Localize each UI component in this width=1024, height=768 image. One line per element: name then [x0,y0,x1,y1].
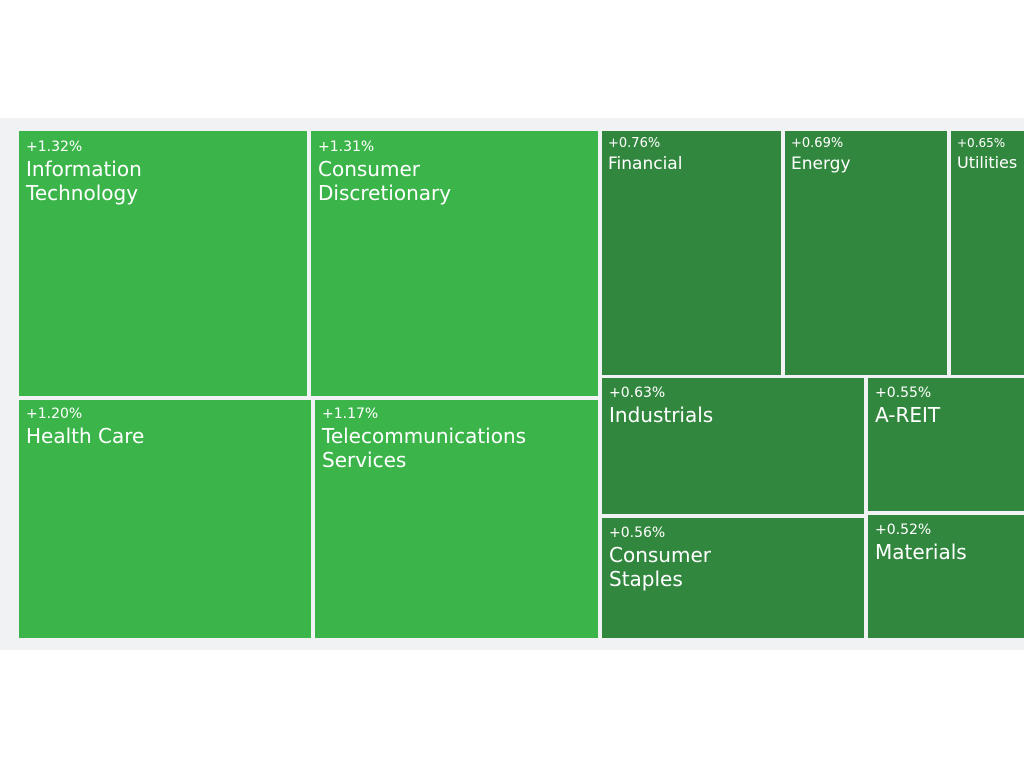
tile-sector-label: A-REIT [875,403,941,428]
tile-change-label: +1.17% [322,406,379,422]
tile-telecommunications-services[interactable]: +1.17% Telecommunications Services [315,400,598,638]
tile-information-technology[interactable]: +1.32% Information Technology [19,131,307,396]
tile-sector-label: Financial [608,153,683,174]
tile-energy[interactable]: +0.69% Energy [785,131,947,375]
tile-change-label: +0.76% [608,136,661,151]
tile-change-label: +1.20% [26,406,83,422]
tile-sector-label: Utilities [957,152,1018,172]
tile-sector-label: Industrials [609,403,714,428]
tile-change-label: +1.32% [26,139,83,155]
tile-change-label: +0.63% [609,385,666,401]
tile-sector-label: Consumer Staples [609,543,711,592]
tile-change-label: +0.55% [875,385,932,401]
tile-sector-label: Health Care [26,424,145,449]
tile-sector-label: Information Technology [26,157,142,206]
tile-sector-label: Materials [875,540,967,565]
tile-change-label: +0.65% [957,136,1006,150]
tile-sector-label: Energy [791,153,851,174]
tile-consumer-discretionary[interactable]: +1.31% Consumer Discretionary [311,131,598,396]
tile-change-label: +0.52% [875,522,932,538]
tile-sector-label: Telecommunications Services [322,424,527,473]
tile-industrials[interactable]: +0.63% Industrials [602,378,864,514]
tile-sector-label: Consumer Discretionary [318,157,452,206]
tile-materials[interactable]: +0.52% Materials [868,515,1024,638]
tile-change-label: +0.69% [791,136,844,151]
tile-health-care[interactable]: +1.20% Health Care [19,400,311,638]
tile-change-label: +1.31% [318,139,375,155]
tile-change-label: +0.56% [609,525,666,541]
tile-financial[interactable]: +0.76% Financial [602,131,781,375]
tile-utilities[interactable]: +0.65% Utilities [951,131,1024,375]
tile-a-reit[interactable]: +0.55% A-REIT [868,378,1024,511]
tile-consumer-staples[interactable]: +0.56% Consumer Staples [602,518,864,638]
